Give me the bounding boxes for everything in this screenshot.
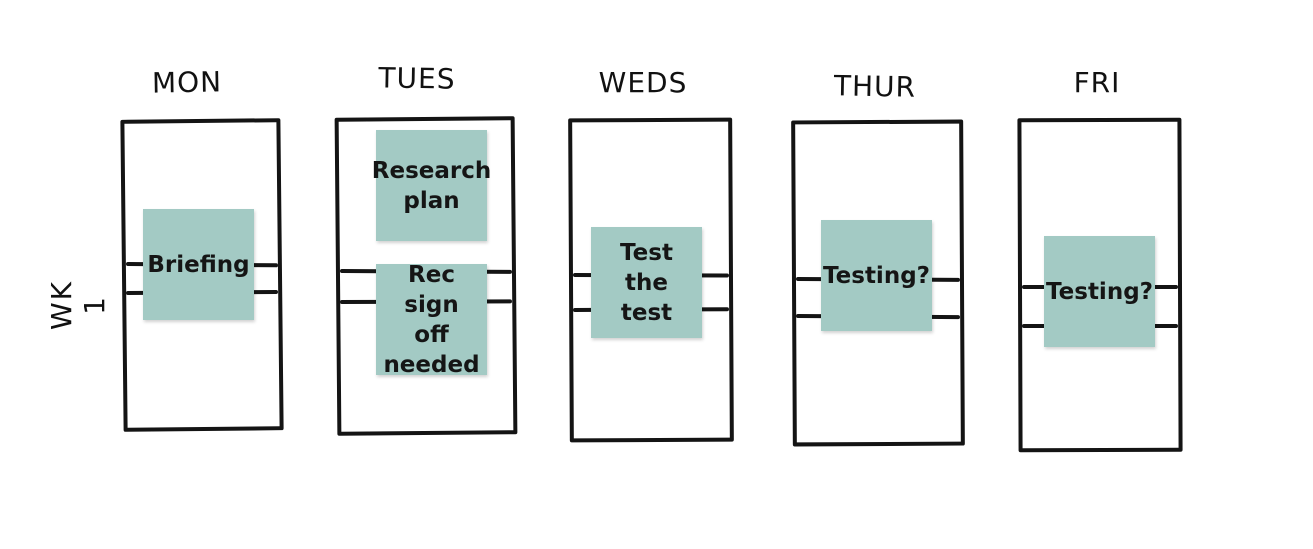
day-label-weds: WEDS <box>598 66 688 99</box>
day-label-thur: THUR <box>833 69 917 104</box>
week-label: WK 1 <box>45 279 111 331</box>
sticky-note[interactable]: Research plan <box>372 130 491 241</box>
sticky-note-text: Rec sign off needed <box>383 261 480 378</box>
sticky-note[interactable]: Briefing <box>143 209 254 320</box>
sticky-note[interactable]: Testing? <box>821 220 932 331</box>
day-label-mon: MON <box>151 65 223 100</box>
sticky-note-text: Test the test <box>620 239 673 326</box>
sticky-note-text: Testing? <box>1046 278 1153 305</box>
sticky-note[interactable]: Test the test <box>591 227 702 338</box>
sticky-note-text: Testing? <box>823 262 930 289</box>
day-label-fri: FRI <box>1073 66 1121 99</box>
sticky-note-text: Briefing <box>147 251 250 278</box>
sticky-note-text: Research plan <box>371 157 492 214</box>
sticky-note[interactable]: Rec sign off needed <box>376 262 487 378</box>
sticky-note[interactable]: Testing? <box>1044 236 1155 347</box>
day-label-tues: TUES <box>378 61 456 96</box>
